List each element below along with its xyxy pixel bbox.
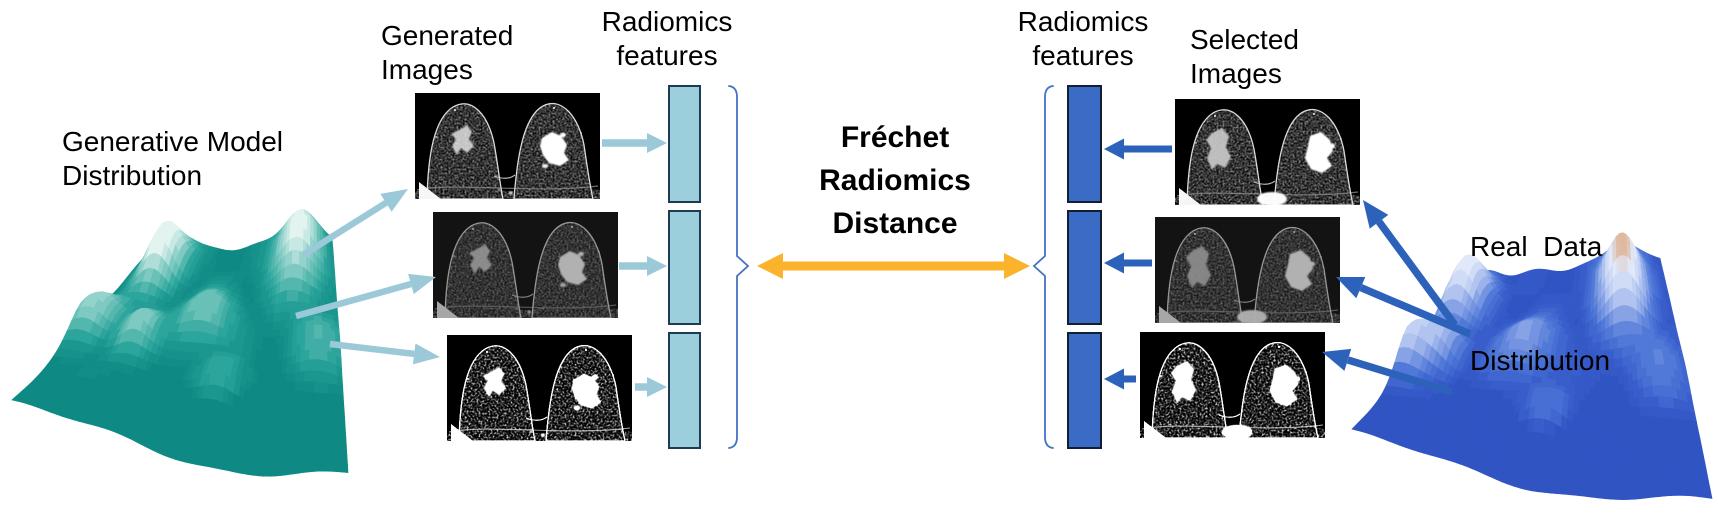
feature-bar-real-1 <box>1067 85 1102 203</box>
selected-2-to-features <box>1104 252 1152 274</box>
generated-image-2 <box>433 212 618 318</box>
label-line: Generated <box>381 20 514 51</box>
generated-3-to-features <box>635 377 667 397</box>
label-line: Distribution <box>62 160 203 191</box>
label-line: Radiomics <box>601 6 733 37</box>
feature-bar-generated-1 <box>668 85 701 203</box>
frechet-distance-label: Fréchet Radiomics Distance <box>790 116 1000 245</box>
feature-bar-generated-2 <box>668 210 701 325</box>
label-line: Distance <box>832 207 958 240</box>
generated-images-label: Generated Images <box>381 19 513 87</box>
selected-images-label: Selected Images <box>1190 23 1299 91</box>
real-distribution-label: Real Data Distribution <box>1470 152 1610 456</box>
selected-image-3 <box>1140 332 1325 438</box>
right-bracket <box>1032 85 1054 449</box>
generated-2-to-features <box>619 256 667 276</box>
label-line: Distribution <box>1470 345 1611 376</box>
generated-1-to-features <box>602 133 667 153</box>
real-data-surface <box>1351 232 1713 500</box>
generated-image-3 <box>447 335 632 441</box>
label-line: Radiomics <box>1017 6 1149 37</box>
label-line: Generative Model <box>62 126 284 157</box>
left-bracket <box>728 85 750 449</box>
label-line: Fréchet <box>840 121 950 154</box>
label-line: Real Data <box>1470 231 1603 262</box>
frechet-distance-arrow <box>757 253 1030 279</box>
feature-bar-real-3 <box>1067 332 1102 449</box>
label-line: features <box>1032 40 1134 71</box>
generative-distribution-label: Generative Model Distribution <box>62 125 283 193</box>
radiomics-features-left-label: Radiomics features <box>592 5 742 73</box>
selected-1-to-features <box>1104 138 1172 160</box>
selected-image-1 <box>1175 99 1360 205</box>
label-line: Selected <box>1190 24 1299 55</box>
label-line: features <box>616 40 718 71</box>
feature-bar-real-2 <box>1067 210 1102 325</box>
selected-image-2 <box>1155 217 1340 323</box>
selected-3-to-features <box>1104 368 1136 390</box>
label-line: Images <box>1190 58 1282 89</box>
label-line: Radiomics <box>819 164 971 197</box>
generated-image-1 <box>415 93 600 199</box>
radiomics-features-right-label: Radiomics features <box>1008 5 1158 73</box>
label-line: Images <box>381 54 473 85</box>
feature-bar-generated-3 <box>668 332 701 449</box>
generative-model-surface <box>11 209 349 477</box>
